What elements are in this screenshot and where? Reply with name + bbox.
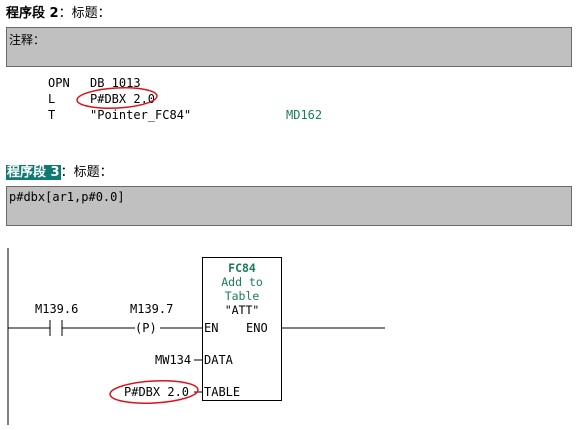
fb-name: FC84 [228, 261, 256, 275]
contact-address[interactable]: M139.6 [35, 302, 79, 316]
stl-operand-1: DB 1013 [90, 76, 141, 90]
stl-op-3: T [48, 108, 56, 122]
positive-edge-coil[interactable]: (P) [135, 321, 157, 335]
fc84-block[interactable]: FC84 Add to Table "ATT" [202, 257, 282, 401]
stl-comment-3: MD162 [286, 108, 323, 122]
network2-header[interactable]: 程序段 2：标题： [6, 2, 111, 21]
table-value[interactable]: P#DBX 2.0 [124, 385, 190, 399]
pin-eno: ENO [246, 321, 268, 335]
stl-op-2: L [48, 92, 56, 106]
network3-comment: p#dbx[ar1,p#0.0] [9, 190, 125, 204]
network2-comment: 注释： [9, 33, 46, 47]
network2-comment-box[interactable]: 注释： [6, 27, 572, 67]
data-value[interactable]: MW134 [155, 353, 192, 367]
annotation-circle-1 [76, 87, 158, 109]
coil-address[interactable]: M139.7 [130, 302, 174, 316]
annotation-circle-2 [109, 380, 199, 404]
pin-data: DATA [204, 353, 233, 367]
stl-op-1: OPN [48, 76, 70, 90]
fb-desc-line2: Table [224, 289, 260, 303]
network2-number: 2 [45, 6, 59, 21]
fb-instance: "ATT" [224, 303, 260, 317]
network2-title: ：标题： [58, 6, 111, 21]
network3-header[interactable]: 程序段 3：标题： [6, 161, 113, 180]
network2-label: 程序段 [6, 6, 46, 21]
stl-operand-3: "Pointer_FC84" [90, 108, 192, 122]
stl-operand-2: P#DBX 2.0 [90, 92, 156, 106]
network3-label-highlighted: 程序段 3 [6, 165, 61, 180]
fb-desc-line1: Add to [221, 275, 263, 289]
pin-table: TABLE [204, 385, 241, 399]
pin-en: EN [204, 321, 219, 335]
network3-comment-box[interactable]: p#dbx[ar1,p#0.0] [6, 186, 572, 226]
network3-title: ：标题： [60, 165, 113, 180]
